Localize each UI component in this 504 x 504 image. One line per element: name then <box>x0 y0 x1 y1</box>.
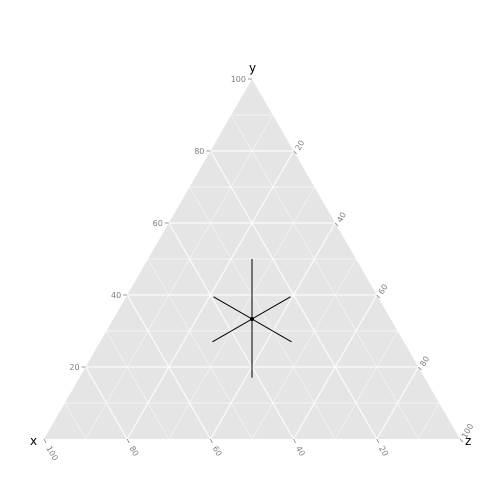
z-tick-label: 20 <box>294 139 307 152</box>
x-tick-label: 40 <box>294 445 307 458</box>
x-tick-mark <box>376 438 380 444</box>
minor-gridline-z <box>418 402 440 440</box>
x-tick-mark <box>210 438 213 444</box>
x-tick-label: 60 <box>211 445 224 458</box>
major-gridline-z <box>376 366 419 440</box>
minor-gridline-x <box>64 402 86 440</box>
data-point <box>250 317 254 321</box>
axis-title-z: z <box>465 434 471 448</box>
y-tick-label: 80 <box>194 147 204 156</box>
y-tick-label: 20 <box>69 363 79 372</box>
x-tick-mark <box>293 438 296 444</box>
data-marks <box>212 259 292 378</box>
y-tick-label: 40 <box>111 291 121 300</box>
z-tick-mark <box>376 294 381 299</box>
minor-gridline-x <box>147 258 253 440</box>
major-gridline-x <box>85 366 128 440</box>
z-tick-mark <box>459 438 464 443</box>
z-tick-mark <box>418 366 422 371</box>
axis-title-y: y <box>249 61 256 75</box>
axis-title-x: x <box>30 434 37 448</box>
x-tick-mark <box>126 438 130 444</box>
x-tick-label: 100 <box>44 445 59 463</box>
y-tick-label: 100 <box>231 75 246 84</box>
z-tick-mark <box>334 222 339 227</box>
z-tick-label: 40 <box>335 211 348 224</box>
major-gridline-x <box>126 294 211 440</box>
x-tick-mark <box>43 438 47 444</box>
major-gridline-z <box>293 294 378 440</box>
axis-titles: x y z <box>30 61 471 448</box>
minor-gridline-x <box>106 330 170 440</box>
minor-gridline-z <box>251 258 357 440</box>
minor-gridline-z <box>85 114 274 440</box>
z-tick-label: 80 <box>418 355 431 368</box>
x-tick-label: 80 <box>127 445 140 458</box>
minor-gridline-z <box>334 330 398 440</box>
z-tick-label: 60 <box>377 283 390 296</box>
x-tick-label: 20 <box>377 445 390 458</box>
z-tick-mark <box>293 150 297 155</box>
minor-gridline-x <box>230 114 419 440</box>
y-tick-label: 60 <box>153 219 163 228</box>
